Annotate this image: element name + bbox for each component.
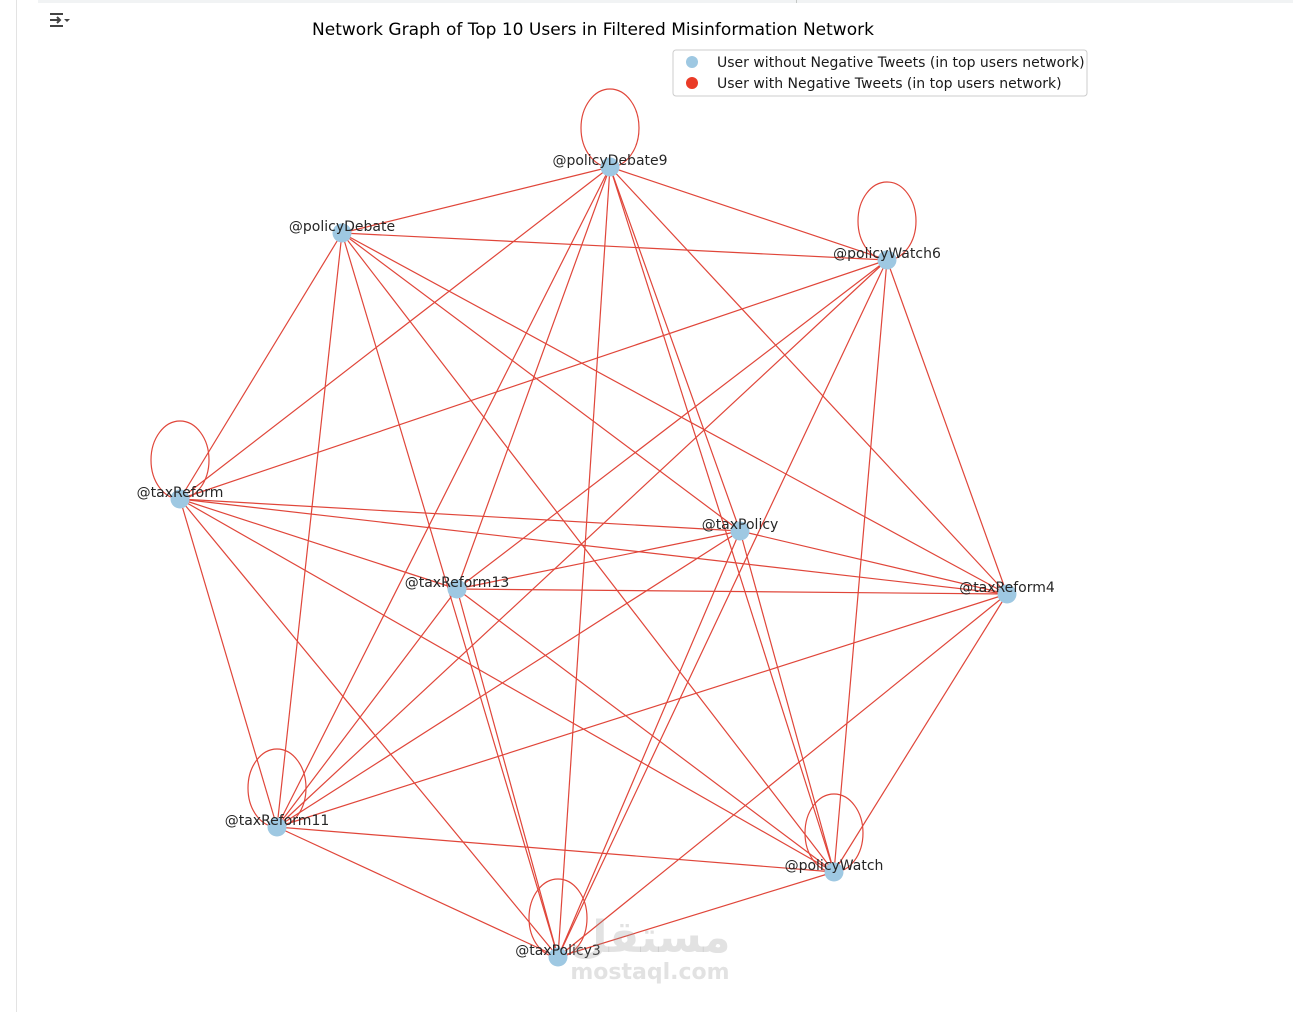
edge-tax-reform4-tax-policy3 [557,593,1008,958]
edge-tax-reform-tax-policy [179,498,741,532]
node-label-policy-debate9: @policyDebate9 [552,153,667,169]
edge-tax-reform-tax-policy3 [179,498,559,958]
edge-policy-debate-tax-reform11 [276,232,343,828]
edge-tax-reform-tax-reform11 [179,498,278,828]
node-label-policy-watch6: @policyWatch6 [833,246,941,262]
watermark-logo: مستقل [569,912,731,963]
legend-marker-negative [686,77,698,89]
edge-tax-policy-policy-watch [739,530,835,873]
node-policy-watch6 [877,250,897,270]
edge-policy-watch-tax-policy3 [557,871,835,958]
cell-toolbar-strip [38,0,1293,3]
node-label-tax-policy: @taxPolicy [702,517,779,533]
node-label-tax-reform13: @taxReform13 [405,575,510,591]
node-policy-debate [332,223,352,243]
node-policy-watch [824,862,844,882]
edge-tax-policy-tax-reform11 [276,530,741,828]
edge-policy-watch6-tax-policy3 [557,259,888,958]
edge-policy-debate9-policy-debate [341,166,611,234]
edge-policy-debate9-tax-policy3 [557,166,611,958]
edges-layer [179,166,1008,958]
output-menu-icon [50,13,70,27]
edge-policy-debate9-tax-reform13 [456,166,611,590]
edge-policy-debate-tax-policy [341,232,741,532]
edge-tax-reform13-policy-watch [456,588,835,873]
node-policy-debate9 [600,157,620,177]
node-tax-policy3 [548,947,568,967]
edge-policy-watch6-policy-watch [833,259,888,873]
toolbar-divider [796,0,797,3]
edge-tax-policy-tax-reform4 [739,530,1008,595]
legend-label-negative: User with Negative Tweets (in top users … [717,76,1062,92]
edge-policy-debate-tax-reform4 [341,232,1008,595]
edge-tax-reform-policy-watch [179,498,835,873]
output-menu-button[interactable] [46,8,72,32]
cell-gutter-divider [16,0,17,1012]
edge-policy-watch6-tax-reform11 [276,259,888,828]
legend-box [672,49,1088,97]
node-label-tax-reform: @taxReform [137,485,224,501]
edge-policy-debate-policy-watch6 [341,232,888,261]
edge-tax-reform-tax-reform4 [179,498,1008,595]
edge-policy-debate-tax-reform [179,232,343,500]
edge-policy-debate9-tax-reform4 [609,166,1008,595]
legend-marker-no-negative [686,56,698,68]
watermark: مستقل mostaql.com [565,915,735,985]
node-label-policy-watch: @policyWatch [785,858,884,874]
edge-tax-reform11-policy-watch [276,826,835,873]
edge-policy-debate-policy-watch [341,232,835,873]
edge-tax-reform13-tax-reform4 [456,588,1008,595]
edge-policy-watch6-tax-reform13 [456,259,888,590]
node-label-policy-debate: @policyDebate [289,219,395,235]
edge-tax-reform11-tax-policy3 [276,826,559,958]
legend: User without Negative Tweets (in top use… [672,49,1088,97]
edge-policy-debate9-tax-reform [179,166,611,500]
edge-tax-reform13-tax-reform11 [276,588,458,828]
legend-label-no-negative: User without Negative Tweets (in top use… [717,55,1085,71]
node-tax-reform13 [447,579,467,599]
edge-policy-debate9-tax-reform11 [276,166,611,828]
edge-tax-reform4-tax-reform11 [276,593,1008,828]
edge-policy-debate9-tax-policy [609,166,741,532]
edge-policy-watch6-tax-reform [179,259,888,500]
node-tax-policy [730,521,750,541]
edge-policy-watch6-tax-reform4 [886,259,1008,595]
node-label-tax-reform11: @taxReform11 [225,813,330,829]
node-tax-reform4 [997,584,1017,604]
edge-policy-debate9-policy-watch [609,166,835,873]
node-label-tax-policy3: @taxPolicy3 [515,943,601,959]
node-labels-layer: @policyDebate9 @policyDebate @policyWatch6… [137,153,1055,959]
nodes-layer [170,157,1017,967]
node-tax-reform11 [267,817,287,837]
edge-policy-debate9-policy-watch6 [609,166,888,261]
edge-tax-reform4-policy-watch [833,593,1008,873]
edge-tax-reform-tax-reform13 [179,498,458,590]
edge-tax-reform13-tax-policy3 [456,588,559,958]
chart-title: Network Graph of Top 10 Users in Filtere… [312,20,874,40]
node-tax-reform [170,489,190,509]
edge-tax-policy-tax-reform13 [456,530,741,590]
watermark-url: mostaql.com [570,960,730,985]
edge-tax-policy-tax-policy3 [557,530,741,958]
node-label-tax-reform4: @taxReform4 [959,580,1055,596]
